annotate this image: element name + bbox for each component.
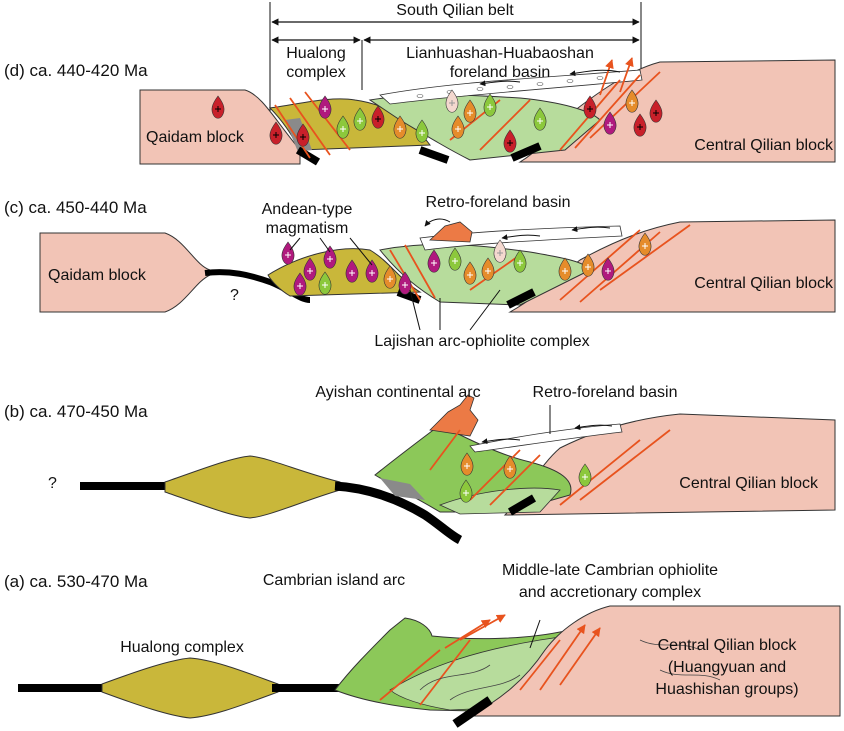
slab-b-right — [334, 481, 463, 545]
slab-c-left — [204, 269, 311, 303]
lajishan-label-c: Lajishan arc-ophiolite complex — [374, 333, 589, 350]
question-c: ? — [230, 287, 239, 304]
complex-leaders-c — [409, 289, 501, 331]
volcano-b — [429, 394, 479, 437]
faults-a — [379, 614, 601, 706]
hualong-label-a: Hualong complex — [120, 639, 244, 656]
basin-label-d-2: foreland basin — [450, 64, 551, 81]
magmatism-label-c-2: magmatism — [266, 220, 349, 237]
ophiolite-label-a-2: and accretionary complex — [519, 584, 701, 601]
sliver-b — [380, 478, 425, 500]
qaidam-label-d: Qaidam block — [146, 129, 245, 146]
hualong-complex-a — [101, 657, 279, 719]
ayishan-label-b: Ayishan continental arc — [315, 384, 480, 401]
foreland-basin-d — [379, 69, 643, 105]
volcano-c — [429, 221, 473, 243]
central-qilian-label-d: Central Qilian block — [694, 137, 834, 154]
basin-flow-arrows-b — [481, 424, 613, 445]
basin-clasts-d — [416, 76, 604, 98]
basin-label-d-1: Lianhuashan-Huabaoshan — [406, 45, 594, 62]
slab-d-2 — [418, 146, 450, 164]
central-qilian-label-a-1: Central Qilian block — [658, 637, 798, 654]
accretion-fabric-a — [419, 639, 721, 701]
stage-label-c: (c) ca. 450-440 Ma — [4, 198, 147, 217]
central-qilian-label-b: Central Qilian block — [679, 475, 819, 492]
panel-b: (b) ca. 470-450 Ma Ayishan continental a… — [4, 384, 836, 545]
panel-d: (d) ca. 440-420 Ma South Qilian belt Hua… — [4, 2, 836, 166]
central-qilian-label-a-2: (Huangyuan and — [668, 659, 786, 676]
ophiolite-label-a-1: Middle-late Cambrian ophiolite — [502, 562, 718, 579]
central-qilian-block-a — [469, 605, 841, 717]
magmatism-label-c-1: Andean-type — [262, 201, 353, 218]
panel-c: (c) ca. 450-440 Ma Andean-type magmatism… — [4, 194, 836, 350]
qaidam-label-c: Qaidam block — [48, 267, 147, 284]
slab-b-3 — [507, 494, 537, 516]
stage-label-b: (b) ca. 470-450 Ma — [4, 402, 148, 421]
basin-flow-arrows-d — [479, 69, 621, 87]
basin-label-c: Retro-foreland basin — [426, 194, 571, 211]
retro-foreland-basin-b — [469, 423, 623, 453]
ophiolite-leader-a — [529, 619, 541, 649]
complex-label-d-2: complex — [286, 64, 346, 81]
slab-c-2 — [396, 288, 422, 304]
complex-label-d-1: Hualong — [286, 45, 346, 62]
slab-d-3 — [510, 142, 542, 162]
stage-label-d: (d) ca. 440-420 Ma — [4, 61, 148, 80]
stage-label-a: (a) ca. 530-470 Ma — [4, 572, 148, 591]
basin-flow-arrows-c — [424, 218, 611, 241]
magmatism-leaders-c — [289, 237, 373, 266]
belt-label: South Qilian belt — [396, 2, 514, 19]
cambrian-arc-label-a: Cambrian island arc — [263, 572, 405, 589]
slab-c-3 — [506, 288, 536, 309]
basin-label-b: Retro-foreland basin — [533, 384, 678, 401]
central-qilian-label-c: Central Qilian block — [694, 275, 834, 292]
central-qilian-label-a-3: Huashishan groups) — [655, 681, 798, 698]
hualong-complex-b — [164, 455, 341, 519]
panel-a: (a) ca. 530-470 Ma Cambrian island arc M… — [4, 562, 841, 728]
question-b: ? — [48, 475, 57, 492]
accretion-wedge-b — [438, 487, 561, 515]
slab-a-right — [452, 696, 493, 728]
